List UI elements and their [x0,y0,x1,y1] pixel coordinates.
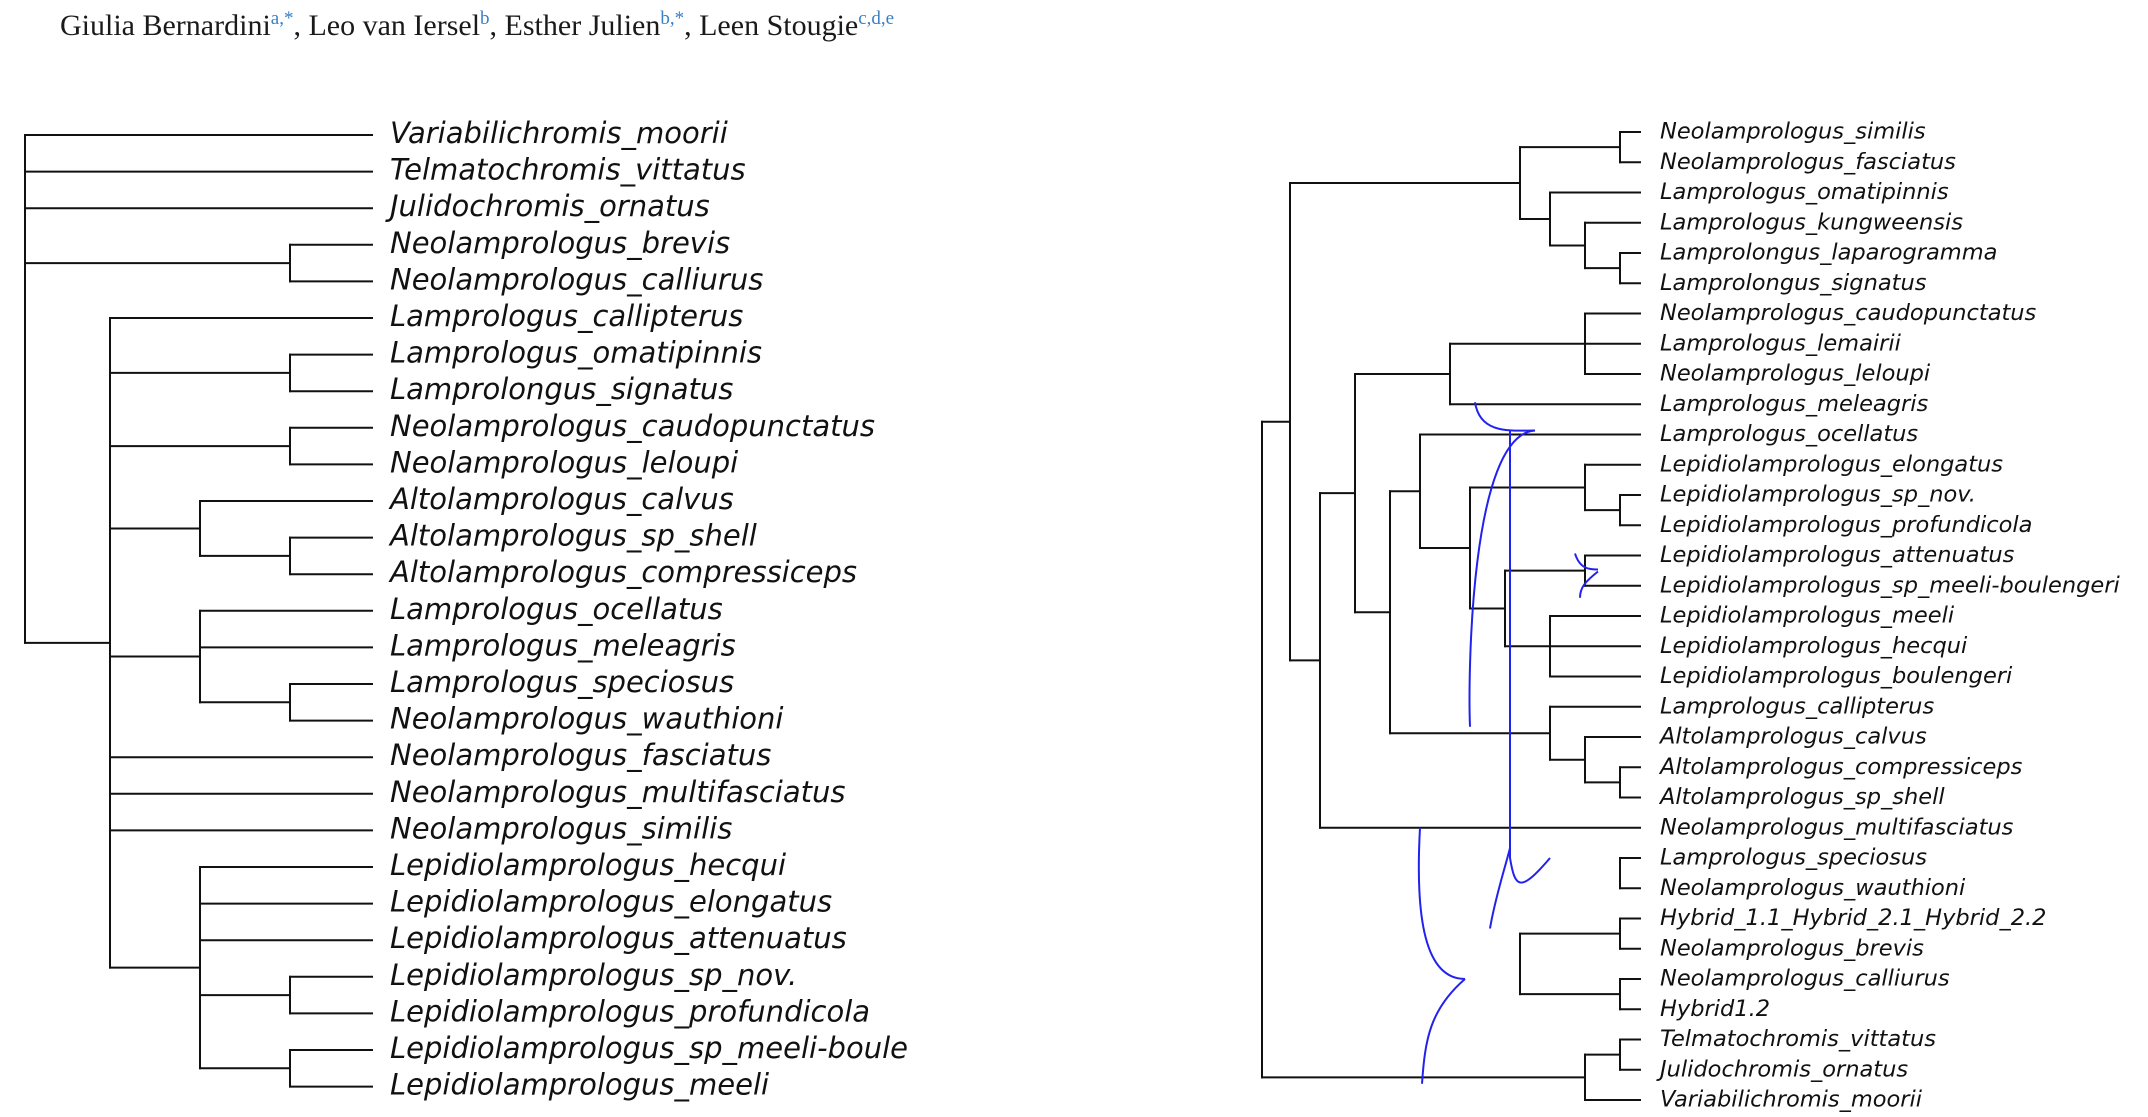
right-leaf-label: Lepidiolamprologus_attenuatus [1660,542,2015,568]
left-leaf-label: Neolamprologus_fasciatus [390,738,771,772]
right-leaf-label: Neolamprologus_calliurus [1660,966,1950,992]
author-2-affiliation[interactable]: b [480,8,490,29]
right-leaf-label: Lepidiolamprologus_elongatus [1660,451,2003,477]
right-leaf-label: Neolamprologus_similis [1660,119,1926,145]
left-leaf-label: Lepidiolamprologus_elongatus [390,885,832,919]
left-leaf-label: Neolamprologus_caudopunctatus [390,409,875,443]
right-leaf-label: Lamprologus_kungweensis [1660,209,1963,235]
right-leaf-label: Neolamprologus_caudopunctatus [1660,300,2037,326]
author-2-name: Leo van Iersel [308,9,481,42]
author-4-name: Leen Stougie [699,9,859,42]
reticulation-edge [1509,430,1551,884]
right-leaf-label: Lamprologus_omatipinnis [1660,179,1949,205]
left-leaf-label: Altolamprologus_sp_shell [388,519,757,553]
left-leaf-label: Neolamprologus_calliurus [390,262,763,296]
right-leaf-label: Neolamprologus_multifasciatus [1660,814,2014,840]
right-leaf-label: Lepidiolamprologus_meeli [1660,603,1955,629]
right-leaf-label: Telmatochromis_vittatus [1660,1026,1936,1052]
left-leaf-label: Julidochromis_ornatus [385,189,710,223]
left-leaf-label: Lepidiolamprologus_hecqui [390,848,786,882]
reticulation-edge [1474,402,1536,432]
left-leaf-label: Altolamprologus_compressiceps [388,555,857,589]
left-leaf-label: Lamprologus_callipterus [390,299,743,333]
right-leaf-label: Julidochromis_ornatus [1656,1056,1908,1082]
right-leaf-label: Hybrid1.2 [1660,996,1770,1022]
right-leaf-label: Lamprologus_meleagris [1660,391,1928,417]
author-1-name: Giulia Bernardini [60,9,271,42]
author-4-affiliation[interactable]: c,d,e [858,8,895,29]
reticulation-edge [1421,978,1466,1084]
reticulation-edge [1574,553,1599,571]
right-leaf-label: Neolamprologus_leloupi [1660,361,1931,387]
right-leaf-label: Neolamprologus_brevis [1660,935,1924,961]
left-leaf-label: Lepidiolamprologus_sp_nov. [390,958,797,992]
right-leaf-label: Neolamprologus_wauthioni [1660,875,1966,901]
left-leaf-label: Lepidiolamprologus_sp_meeli-boule [390,1031,908,1065]
left-leaf-label: Lepidiolamprologus_meeli [390,1068,769,1102]
right-leaf-label: Altolamprologus_sp_shell [1658,784,1945,810]
author-1-affiliation[interactable]: a,* [270,8,294,29]
left-leaf-label: Telmatochromis_vittatus [390,153,746,187]
left-leaf-label: Neolamprologus_leloupi [390,445,738,479]
right-leaf-label: Lamprologus_callipterus [1660,693,1934,719]
right-leaf-label: Variabilichromis_moorii [1660,1087,1923,1113]
left-leaf-label: Lamprologus_ocellatus [390,592,723,626]
left-leaf-label: Neolamprologus_wauthioni [390,702,783,736]
author-line: Giulia Bernardinia,*, Leo van Ierselb, E… [60,8,895,42]
right-leaf-label: Altolamprologus_calvus [1658,724,1927,750]
reticulation-edge [1489,847,1511,929]
right-leaf-label: Lamprologus_speciosus [1660,845,1927,871]
right-leaf-label: Lepidiolamprologus_sp_nov. [1660,482,1976,508]
right-leaf-label: Altolamprologus_compressiceps [1658,754,2023,780]
left-leaf-label: Lamprologus_omatipinnis [390,336,762,370]
author-3-affiliation[interactable]: b,* [660,8,685,29]
left-leaf-label: Lepidiolamprologus_attenuatus [390,921,847,955]
left-phylogenetic-tree: Variabilichromis_mooriiTelmatochromis_vi… [24,116,908,1102]
reticulation-edge [1468,429,1536,727]
left-leaf-label: Lamprolongus_signatus [390,372,733,406]
right-leaf-label: Lamprologus_lemairii [1660,330,1902,356]
left-leaf-label: Neolamprologus_brevis [390,226,730,260]
left-leaf-label: Variabilichromis_moorii [390,116,728,150]
right-leaf-label: Lamprolongus_laparogramma [1660,240,1997,266]
left-leaf-label: Lamprologus_meleagris [390,628,736,662]
left-leaf-label: Lepidiolamprologus_profundicola [390,994,870,1028]
left-leaf-label: Neolamprologus_multifasciatus [390,775,845,809]
reticulation-edge [1579,570,1599,598]
right-leaf-label: Lepidiolamprologus_profundicola [1660,512,2032,538]
right-leaf-label: Lamprolongus_signatus [1660,270,1927,296]
author-3-name: Esther Julien [504,9,661,42]
right-leaf-label: Hybrid_1.1_Hybrid_2.1_Hybrid_2.2 [1660,905,2047,931]
left-leaf-label: Altolamprologus_calvus [388,482,734,516]
right-leaf-label: Neolamprologus_fasciatus [1660,149,1956,175]
right-leaf-label: Lepidiolamprologus_sp_meeli-boulengeri [1660,572,2121,598]
right-leaf-label: Lepidiolamprologus_hecqui [1660,633,1968,659]
left-leaf-label: Lamprologus_speciosus [390,665,734,699]
right-leaf-label: Lepidiolamprologus_boulengeri [1660,663,2013,689]
right-leaf-label: Lamprologus_ocellatus [1660,421,1918,447]
reticulation-edge [1417,827,1466,980]
left-leaf-label: Neolamprologus_similis [390,811,732,845]
